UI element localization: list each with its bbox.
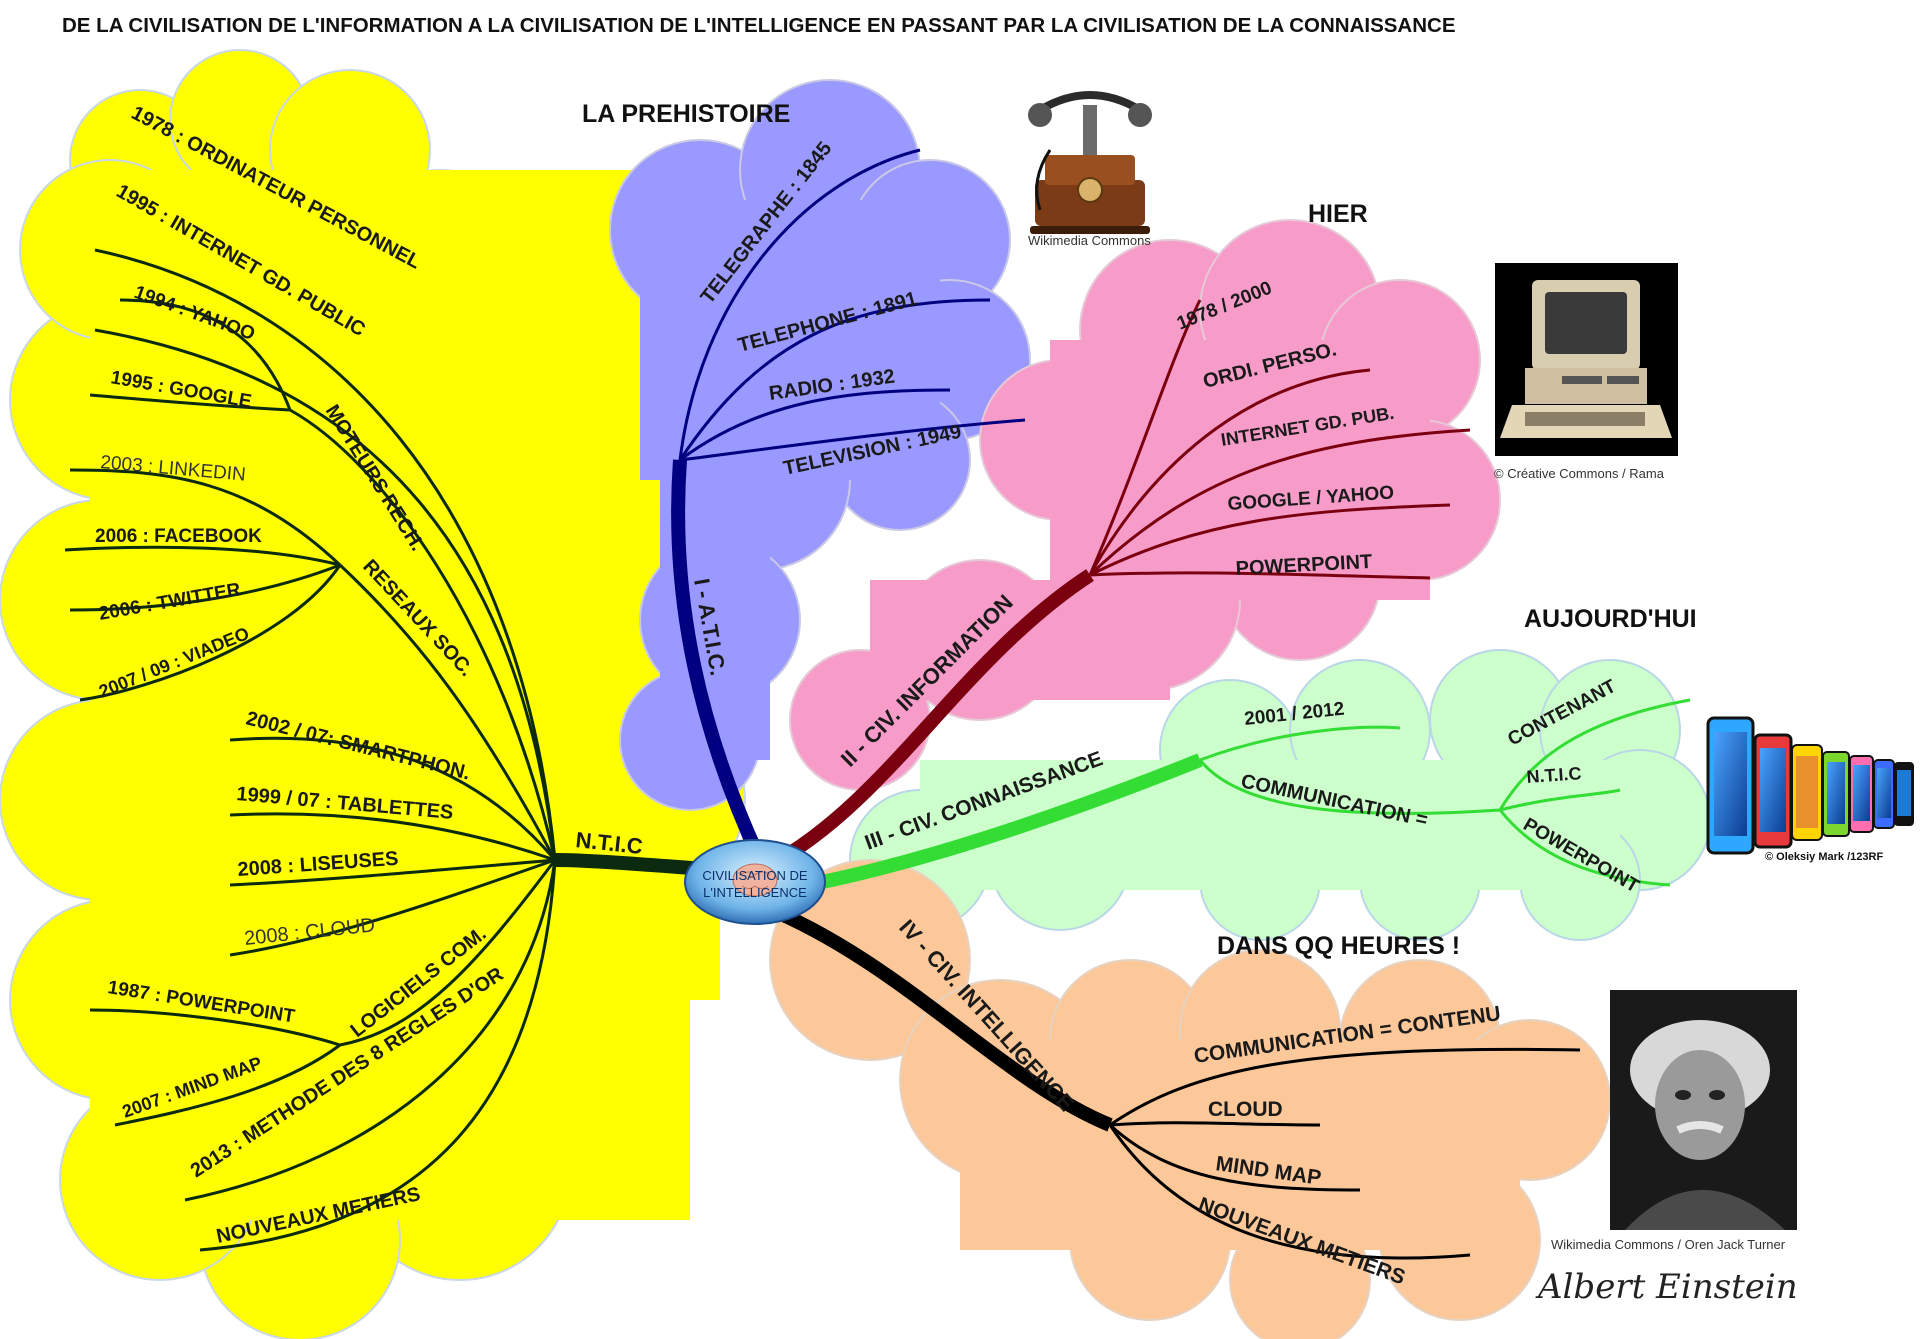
era-hier: HIER: [1308, 200, 1368, 228]
smartphones-image: [1706, 716, 1914, 855]
era-dans-qq-heures: DANS QQ HEURES !: [1217, 932, 1460, 960]
retro-computer-image: [1495, 263, 1678, 456]
center-node[interactable]: CIVILISATION DE L'INTELLIGENCE: [684, 839, 826, 925]
ntic-branch-lines: [64, 248, 721, 1252]
connaissance-branch-lines: [778, 698, 1691, 897]
center-line-1: CIVILISATION DE: [702, 868, 808, 883]
brain-icon: [732, 863, 778, 897]
credit-computer: © Créative Commons / Rama: [1494, 466, 1665, 481]
atic-branch-lines: [671, 148, 1026, 863]
intelligence-branch-lines: [757, 898, 1581, 1260]
page-title: DE LA CIVILISATION DE L'INFORMATION A LA…: [62, 14, 1456, 37]
ntic-item-facebook: 2006 : FACEBOOK: [95, 526, 262, 547]
credit-telephone: Wikimedia Commons: [1028, 233, 1151, 248]
era-prehistoire: LA PREHISTOIRE: [582, 100, 790, 128]
connaissance-item-ntic: N.T.I.C: [1526, 763, 1582, 787]
credit-einstein: Wikimedia Commons / Oren Jack Turner: [1551, 1237, 1786, 1252]
information-branch-lines: [766, 299, 1471, 872]
era-aujourdhui: AUJOURD'HUI: [1524, 605, 1697, 633]
center-line-2: L'INTELLIGENCE: [703, 885, 807, 900]
intelligence-item-cloud: CLOUD: [1208, 1098, 1283, 1121]
einstein-signature: Albert Einstein: [1535, 1267, 1798, 1307]
einstein-portrait-image: [1610, 990, 1797, 1230]
credit-phones: © Oleksiy Mark /123RF: [1765, 851, 1883, 863]
antique-telephone-image: [1028, 91, 1152, 234]
